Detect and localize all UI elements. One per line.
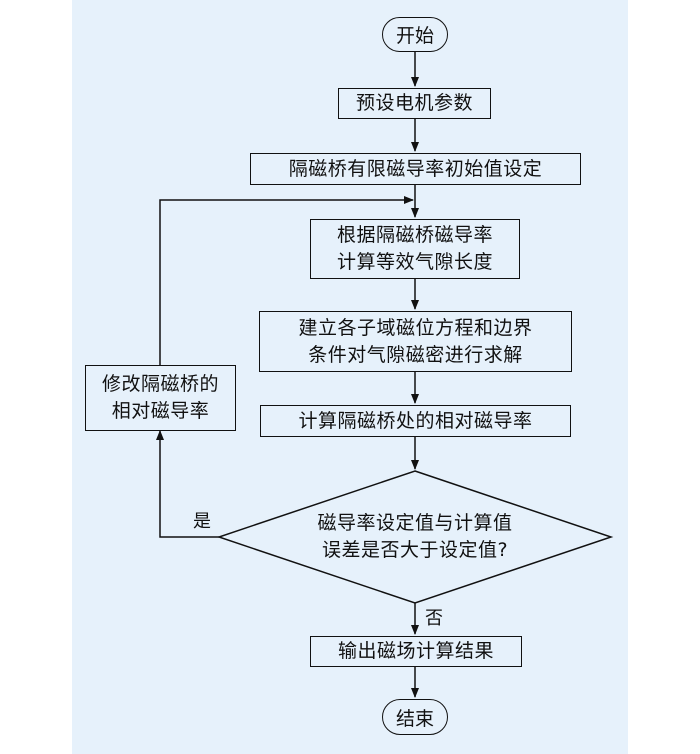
step-solve-airgap-flux: 建立各子域磁位方程和边界 条件对气隙磁密进行求解 [259, 311, 572, 372]
arrow-modify-to-step3 [159, 196, 414, 365]
step-modify-permeability: 修改隔磁桥的 相对磁导率 [85, 365, 236, 431]
step-preset-motor-params: 预设电机参数 [338, 88, 491, 119]
step-calc-relative-permeability: 计算隔磁桥处的相对磁导率 [260, 405, 571, 437]
arrow-decision-to-modify [156, 430, 219, 538]
decision-text: 磁导率设定值与计算值 误差是否大于设定值? [317, 512, 513, 561]
step-output-results: 输出磁场计算结果 [310, 636, 522, 667]
step-init-permeability: 隔磁桥有限磁导率初始值设定 [250, 153, 581, 185]
yes-label: 是 [193, 511, 211, 532]
start-terminal: 开始 [382, 17, 448, 52]
step-calc-equivalent-gap: 根据隔磁桥磁导率 计算等效气隙长度 [310, 219, 520, 279]
no-label: 否 [425, 608, 443, 629]
end-terminal: 结束 [382, 699, 448, 735]
